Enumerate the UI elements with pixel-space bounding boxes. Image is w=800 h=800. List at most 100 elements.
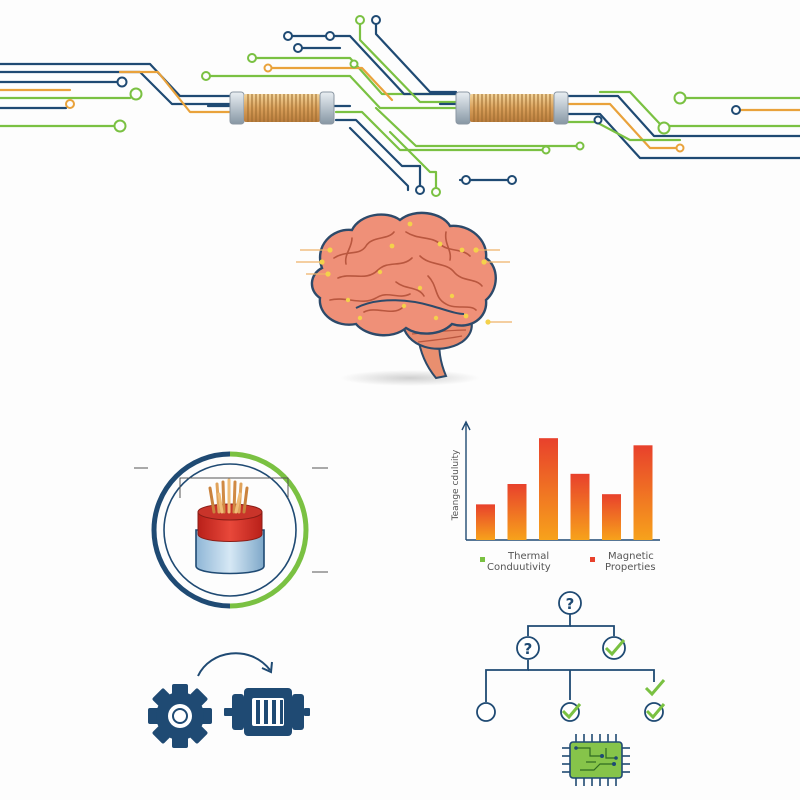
circuit-node (731, 105, 741, 115)
chip-body (569, 741, 623, 779)
tree-branch (570, 625, 615, 636)
coil-cap-left (229, 91, 245, 125)
circuit-nodes (65, 15, 741, 197)
legend-thermal-line1: Thermal (508, 551, 550, 562)
brain-shadow (340, 370, 480, 386)
chart-bar (570, 473, 590, 540)
circuit-trace (288, 34, 458, 96)
brain-icon (296, 211, 512, 386)
question-mark-icon: ? (516, 636, 540, 660)
circuit-node (263, 63, 273, 73)
y-axis-arrow (461, 420, 471, 431)
motor-fins (256, 700, 283, 724)
circuit-trace (334, 110, 548, 152)
motor-shaft (224, 708, 234, 716)
copper-wire-icon (134, 451, 328, 609)
circuit-trace (118, 70, 234, 114)
chart-bar (507, 484, 527, 540)
tree-branch (528, 669, 655, 682)
circuit-trace (374, 20, 458, 94)
microchip-icon (562, 734, 630, 786)
circuit-node (657, 121, 671, 135)
decision-tree: ? ? (476, 591, 666, 722)
circuit-trace (598, 90, 662, 126)
chart-bar (602, 494, 621, 540)
chart-bar (476, 504, 495, 540)
legend-label-thermal-2: Conduutivity (487, 562, 551, 573)
legend-marker-magnetic (590, 557, 595, 562)
temporal-lobe-line (355, 299, 465, 315)
circuit-trace (334, 118, 422, 190)
coil-windings (247, 94, 317, 122)
circuit-node (541, 145, 551, 155)
checkmark-icon (560, 702, 582, 722)
circuit-trace (564, 120, 682, 142)
inner-ring (163, 463, 297, 597)
circuit-trace (388, 130, 438, 192)
legend-label-magnetic: Magnetic (608, 551, 654, 562)
coil-cap-right (553, 91, 569, 125)
circuit-node (283, 31, 293, 41)
circuit-trace (208, 74, 458, 110)
chip-traces (576, 747, 616, 771)
chart-bar (633, 445, 653, 540)
circuit-node (507, 175, 517, 185)
circuit-trace (268, 66, 394, 102)
y-axis-label: Teange cduluity (451, 449, 461, 521)
motor-end-cap-left (232, 694, 244, 730)
legend-marker-thermal (480, 557, 485, 562)
tree-branch (527, 614, 571, 636)
coil-windings (473, 94, 551, 122)
legend-magnetic-line2: Properties (605, 562, 656, 573)
coil-body (244, 94, 320, 122)
checkmark-icon (602, 636, 626, 660)
coil-cap-left (455, 91, 471, 125)
copper-strands (208, 478, 249, 514)
curved-arrow-icon (197, 652, 273, 677)
leader-lines (134, 467, 328, 573)
circuit-trace (564, 112, 800, 160)
svg-text:?: ? (524, 640, 533, 658)
question-mark-icon: ? (558, 591, 582, 615)
circuit-trace (374, 106, 582, 148)
motor-icon (224, 688, 310, 736)
circuit-node (673, 91, 687, 105)
neural-connections (296, 249, 512, 323)
circuit-trace (564, 102, 682, 150)
legend-magnetic-line1: Magnetic (608, 551, 654, 562)
chart-bar (539, 438, 558, 540)
inductor-coil-icon (229, 91, 335, 125)
circuit-node (325, 31, 335, 41)
circuit-node (371, 15, 381, 25)
circuit-trace (564, 94, 800, 138)
outer-ring-green (229, 451, 309, 609)
chip-pins (562, 734, 630, 786)
legend-label-magnetic-2: Properties (605, 562, 656, 573)
empty-leaf-node (476, 702, 496, 722)
circuit-node (461, 175, 471, 185)
legend-label-thermal: Thermal (508, 551, 549, 562)
circuit-trace (0, 62, 234, 98)
gear-icon (148, 684, 212, 748)
circuit-trace (348, 126, 410, 192)
circuit-node (415, 185, 425, 195)
circuit-trace (0, 70, 234, 106)
legend-thermal-line2: Conduutivity (487, 562, 551, 573)
svg-text:?: ? (566, 595, 575, 613)
outer-ring-navy (151, 451, 231, 609)
circuit-node (349, 59, 359, 69)
circuit-node (355, 15, 365, 25)
motor-shaft-right (304, 708, 310, 716)
circuit-node (593, 115, 603, 125)
circuit-node (431, 187, 441, 197)
circuit-node (65, 99, 75, 109)
circuit-traces-icon (0, 20, 800, 192)
circuit-node (201, 71, 211, 81)
circuit-node (247, 53, 257, 63)
chip-pads (574, 746, 618, 766)
coil-cap-right (319, 91, 335, 125)
bar-chart: Teange cduluity (451, 420, 660, 562)
inductor-coil-icon (455, 91, 569, 125)
bar-series (476, 438, 653, 540)
